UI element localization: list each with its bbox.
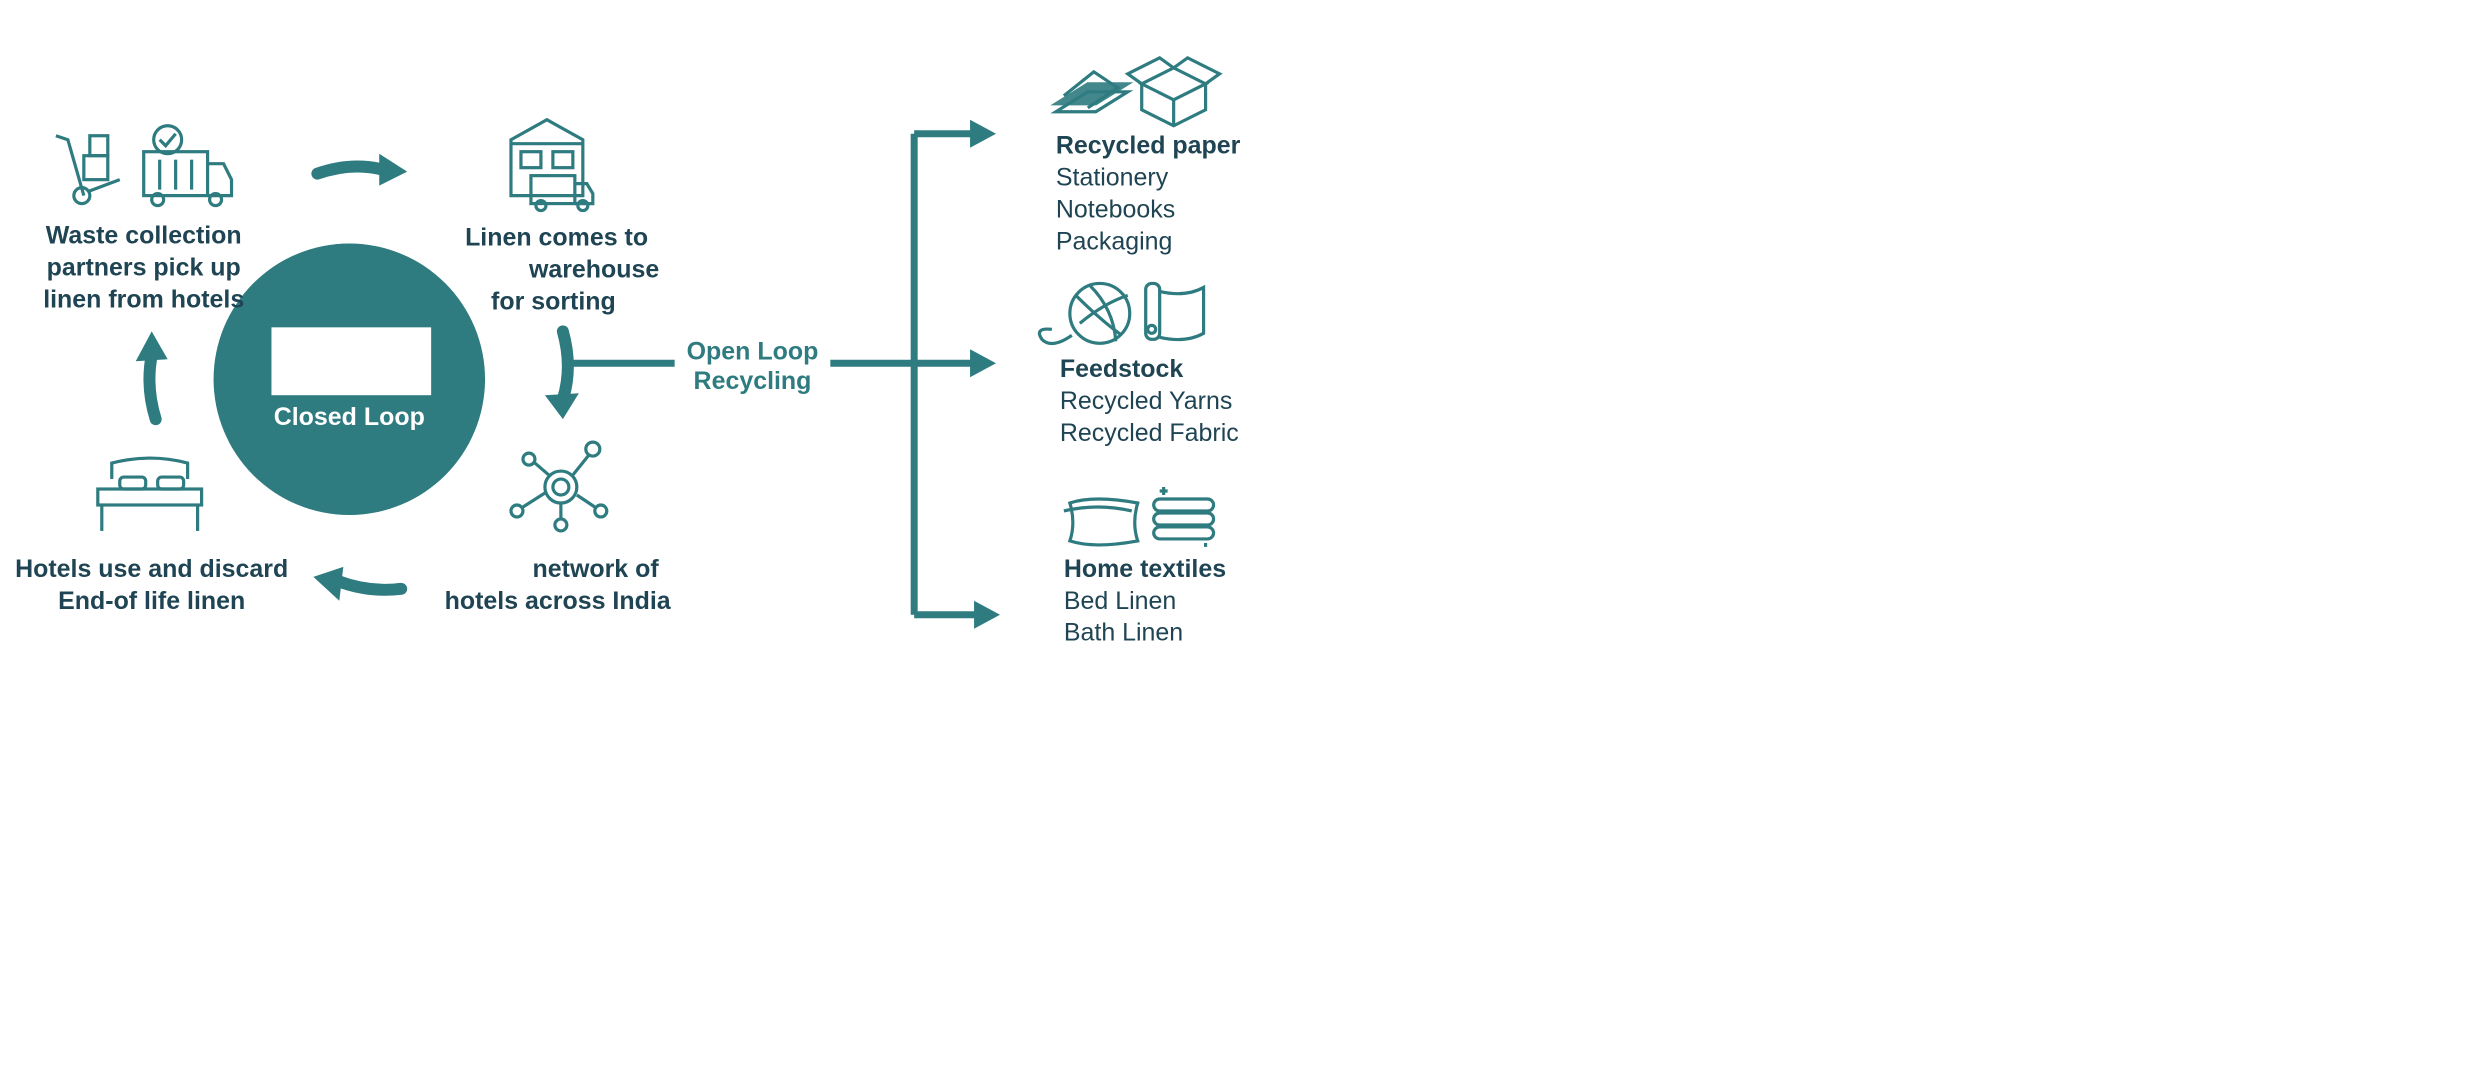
output-item: Stationery [1055,163,1169,192]
folded-towels-icon [1152,487,1216,547]
cycle-arrowheads [135,153,579,601]
output-item: Recycled Yarns [1059,387,1233,416]
label-line: End-of life linen [58,586,246,615]
output-home-textiles: Home textiles Bed Linen Bath Linen [1064,553,1226,649]
step-network-label: network of hotels across India [439,553,671,617]
arrow-to-hotels [331,574,408,596]
yarn-ball-icon [1037,281,1132,346]
closed-loop-core [213,243,486,515]
open-loop-connectors [570,130,979,619]
pillow-icon [1063,497,1140,547]
hand-truck-icon [55,134,121,206]
open-loop-arrowheads [970,119,1000,629]
cycle-arrows [143,160,574,596]
label-line: Waste collection [45,221,242,250]
fabric-roll-icon [1144,281,1206,342]
network-hub-icon [509,440,609,533]
output-title: Feedstock [1059,355,1184,384]
output-feedstock: Feedstock Recycled Yarns Recycled Fabric [1060,353,1239,449]
delivery-truck-icon [142,124,234,208]
open-loop-label: Open Loop Recycling [675,337,831,397]
label-line: warehouse [528,255,660,284]
label-line: for sorting [491,287,616,316]
arrow-to-warehouse [311,160,390,180]
label-line: Hotels use and discard [15,554,289,583]
paper-stack-icon [1050,69,1134,114]
output-item: Packaging [1055,227,1173,256]
label-line: partners pick up [46,253,241,282]
output-title: Home textiles [1063,554,1227,583]
output-recycled-paper: Recycled paper Stationery Notebooks Pack… [1056,130,1240,258]
step-warehouse-label: Linen comes to warehouse for sorting [465,222,685,318]
output-item: Recycled Fabric [1059,419,1239,448]
label-line: linen from hotels [43,285,245,314]
bed-icon [96,456,204,531]
arrow-to-collection [143,349,162,426]
step-hotels-label: Hotels use and discard End-of life linen [12,553,291,617]
step-waste-collection-label: Waste collection partners pick up linen … [28,220,260,316]
label-line: Recycling [693,367,812,396]
output-title: Recycled paper [1055,131,1241,160]
label-line: network of [532,554,659,583]
label-line: Open Loop [686,337,819,366]
arrow-to-network [556,325,574,406]
output-item: Bed Linen [1063,586,1177,615]
label-line: Linen comes to [465,223,649,252]
output-item: Notebooks [1055,195,1176,224]
warehouse-truck-icon [509,117,595,213]
label-line: hotels across India [444,586,671,615]
closed-loop-label: Closed Loop [273,403,425,432]
output-item: Bath Linen [1063,618,1184,647]
box-icon [1124,56,1223,128]
